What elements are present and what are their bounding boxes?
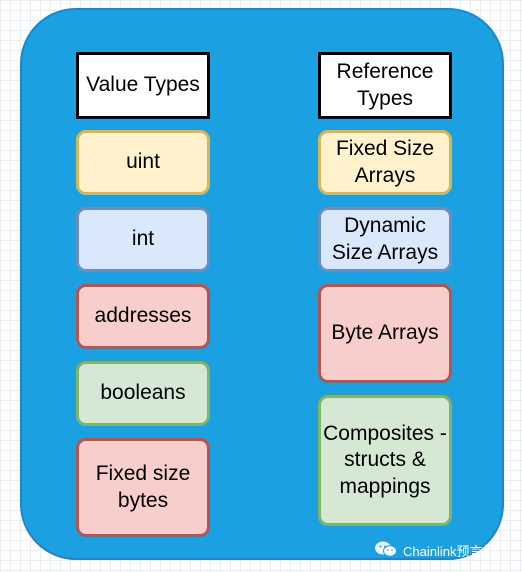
reference-types-header: Reference Types bbox=[318, 52, 452, 119]
dynamic-size-arrays-box: Dynamic Size Arrays bbox=[318, 207, 452, 272]
watermark: Chainlink预言机 bbox=[374, 540, 495, 561]
uint-box: uint bbox=[76, 130, 210, 195]
int-box: int bbox=[76, 207, 210, 272]
addresses-box: addresses bbox=[76, 284, 210, 349]
byte-arrays-box: Byte Arrays bbox=[318, 284, 452, 383]
wechat-icon bbox=[374, 540, 398, 561]
watermark-text: Chainlink预言机 bbox=[403, 544, 496, 559]
fixed-size-bytes-box: Fixed size bytes bbox=[76, 438, 210, 537]
booleans-box: booleans bbox=[76, 361, 210, 426]
fixed-size-arrays-box: Fixed Size Arrays bbox=[318, 130, 452, 195]
composites-box: Composites - structs & mappings bbox=[318, 395, 452, 526]
value-types-header: Value Types bbox=[76, 52, 210, 119]
